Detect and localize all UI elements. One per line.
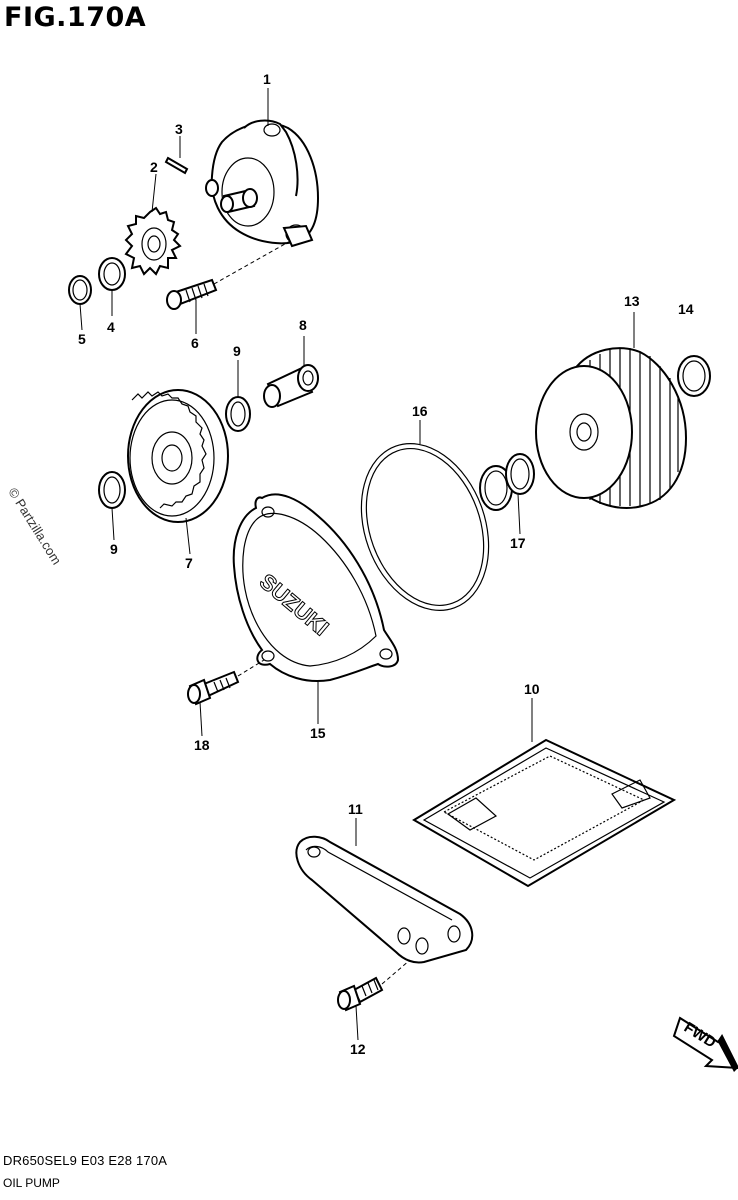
- cover-bolt-part[interactable]: [187, 659, 265, 706]
- pin-part[interactable]: [164, 156, 189, 175]
- cover-gasket-part[interactable]: [339, 426, 511, 629]
- callout-14[interactable]: 14: [678, 301, 694, 317]
- oil-pump-body-part[interactable]: [205, 119, 320, 248]
- callout-10[interactable]: 10: [524, 681, 540, 697]
- footer-code: DR650SEL9 E03 E28 170A: [3, 1153, 168, 1168]
- circlip-part[interactable]: [68, 275, 92, 305]
- circlip-lower-part[interactable]: [98, 471, 126, 509]
- callout-18[interactable]: 18: [194, 737, 210, 753]
- callout-15[interactable]: 15: [310, 725, 326, 741]
- footer-title: OIL PUMP: [3, 1176, 60, 1190]
- callout-12[interactable]: 12: [350, 1041, 366, 1057]
- callout-4[interactable]: 4: [107, 319, 115, 335]
- o-ring-part[interactable]: [677, 355, 711, 397]
- cover-part[interactable]: SUZUKI: [232, 493, 400, 682]
- oil-filter-part[interactable]: [535, 347, 688, 509]
- callout-5[interactable]: 5: [78, 331, 86, 347]
- figure-title: FIG.170A: [4, 2, 147, 33]
- circlip-upper-part[interactable]: [225, 396, 251, 432]
- callout-11[interactable]: 11: [348, 801, 363, 817]
- fwd-arrow-icon: FWD: [672, 1016, 738, 1072]
- pump-gear-part[interactable]: [124, 206, 182, 276]
- washer-part[interactable]: [98, 257, 126, 291]
- callout-8[interactable]: 8: [299, 317, 307, 333]
- bush-part[interactable]: [263, 364, 319, 408]
- callout-7[interactable]: 7: [185, 555, 193, 571]
- o-rings-part[interactable]: [479, 453, 535, 511]
- callout-9[interactable]: 9: [233, 343, 241, 359]
- pump-screw-part[interactable]: [166, 239, 293, 310]
- callout-6[interactable]: 6: [191, 335, 199, 351]
- callout-2[interactable]: 2: [150, 159, 158, 175]
- leader-lines: [79, 88, 635, 1041]
- callout-1[interactable]: 1: [263, 71, 271, 87]
- callout-labels: 1 2 3 4 5 6 7 8 9 9 10 11 12 13 14 15 16…: [78, 71, 694, 1057]
- callout-9-lower[interactable]: 9: [110, 541, 118, 557]
- strainer-plate-part[interactable]: [295, 835, 474, 964]
- callout-16[interactable]: 16: [412, 403, 428, 419]
- callout-17[interactable]: 17: [510, 535, 526, 551]
- plate-bolt-part[interactable]: [337, 959, 411, 1012]
- driven-gear-part[interactable]: [127, 389, 229, 523]
- oil-strainer-part[interactable]: [412, 738, 677, 888]
- callout-13[interactable]: 13: [624, 293, 640, 309]
- callout-3[interactable]: 3: [175, 121, 183, 137]
